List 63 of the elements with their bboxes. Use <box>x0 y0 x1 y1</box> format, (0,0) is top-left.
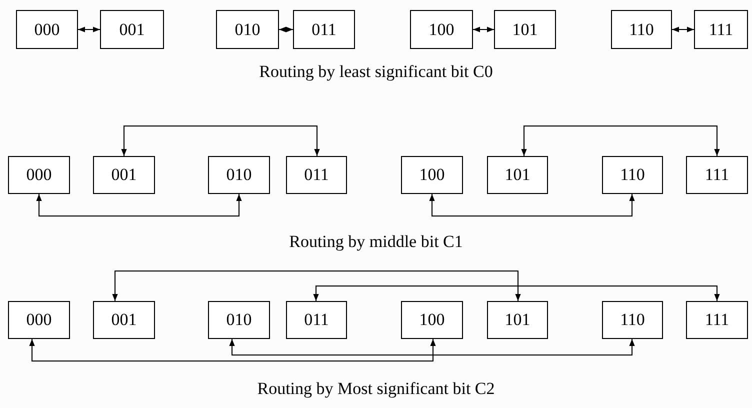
node-label: 111 <box>704 310 730 330</box>
node-box <box>8 301 70 339</box>
node-label: 000 <box>34 20 60 40</box>
node-label: 101 <box>512 20 538 40</box>
node-label: 001 <box>111 165 137 185</box>
arrow <box>672 26 694 32</box>
node-box <box>401 301 463 339</box>
node-box <box>208 156 270 194</box>
node-box <box>686 301 748 339</box>
node-box <box>401 156 463 194</box>
node-box <box>16 10 78 49</box>
node-label: 011 <box>304 165 329 185</box>
node-label: 110 <box>629 20 654 40</box>
caption: Routing by Most significant bit C2 <box>257 379 495 399</box>
arrow <box>229 338 635 356</box>
caption: Routing by middle bit C1 <box>289 232 463 252</box>
node-label: 010 <box>226 310 252 330</box>
node-box <box>611 10 672 49</box>
node-box <box>216 10 279 49</box>
node-box <box>686 156 748 194</box>
arrow <box>313 286 720 302</box>
node-box <box>93 301 155 339</box>
node-label: 010 <box>226 165 252 185</box>
arrow <box>429 194 635 216</box>
node-box <box>286 156 347 194</box>
node-box <box>208 301 270 339</box>
node-label: 000 <box>26 165 52 185</box>
node-label: 110 <box>620 165 645 185</box>
node-label: 101 <box>504 310 530 330</box>
arrow <box>112 270 521 302</box>
node-label: 011 <box>304 310 329 330</box>
arrow <box>29 338 436 362</box>
node-box <box>293 10 355 49</box>
node-box <box>286 301 347 339</box>
node-label: 010 <box>234 20 260 40</box>
arrow <box>78 26 100 32</box>
node-label: 100 <box>428 20 454 40</box>
node-box <box>93 156 155 194</box>
node-box <box>487 301 548 339</box>
caption: Routing by least significant bit C0 <box>259 62 493 82</box>
node-label: 111 <box>704 165 730 185</box>
node-box <box>100 10 164 49</box>
arrow <box>36 194 242 216</box>
arrow <box>278 26 294 32</box>
node-label: 011 <box>312 20 336 40</box>
node-label: 101 <box>504 165 530 185</box>
node-label: 100 <box>419 165 445 185</box>
node-box <box>487 156 548 194</box>
node-box <box>602 156 663 194</box>
node-box <box>694 10 748 49</box>
node-box <box>494 10 556 49</box>
arrow <box>472 26 494 32</box>
node-label: 111 <box>708 20 734 40</box>
arrow <box>121 126 320 156</box>
node-label: 100 <box>419 310 445 330</box>
node-box <box>8 156 70 194</box>
node-label: 001 <box>119 20 145 40</box>
arrow <box>521 126 720 156</box>
node-label: 000 <box>26 310 52 330</box>
node-label: 110 <box>620 310 645 330</box>
node-label: 001 <box>111 310 137 330</box>
node-box <box>410 10 473 49</box>
node-box <box>602 301 663 339</box>
